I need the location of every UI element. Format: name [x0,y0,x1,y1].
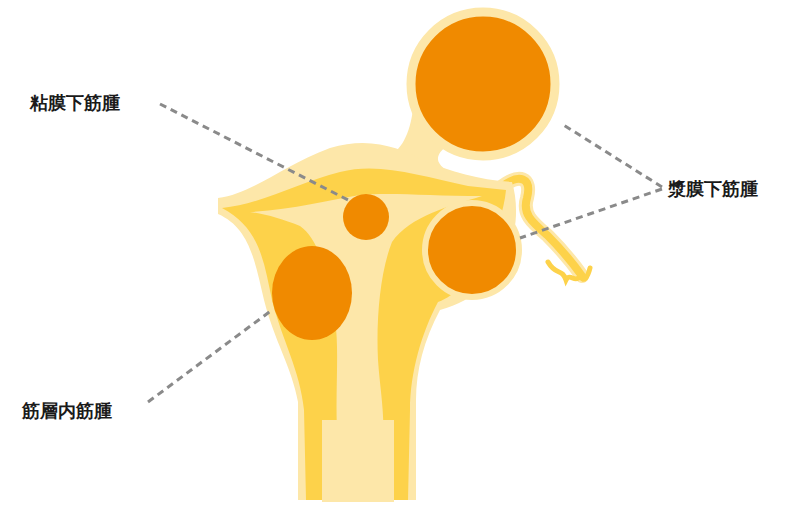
part-label: 筋層内筋腫 [22,400,112,422]
leader-line [160,104,352,202]
submucosal-fibroid [343,194,389,240]
fimbriae [548,262,590,280]
part-label: 粘膜下筋腫 [30,92,120,114]
cervical-canal [322,420,394,502]
intramural-fibroid [272,246,352,340]
subserosal-fibroid [425,203,519,297]
part-label: 漿膜下筋腫 [668,178,758,200]
leader-line [148,310,272,402]
pedunculated-fibroid [411,12,555,156]
leader-line [562,124,662,187]
leader-line [520,189,662,238]
